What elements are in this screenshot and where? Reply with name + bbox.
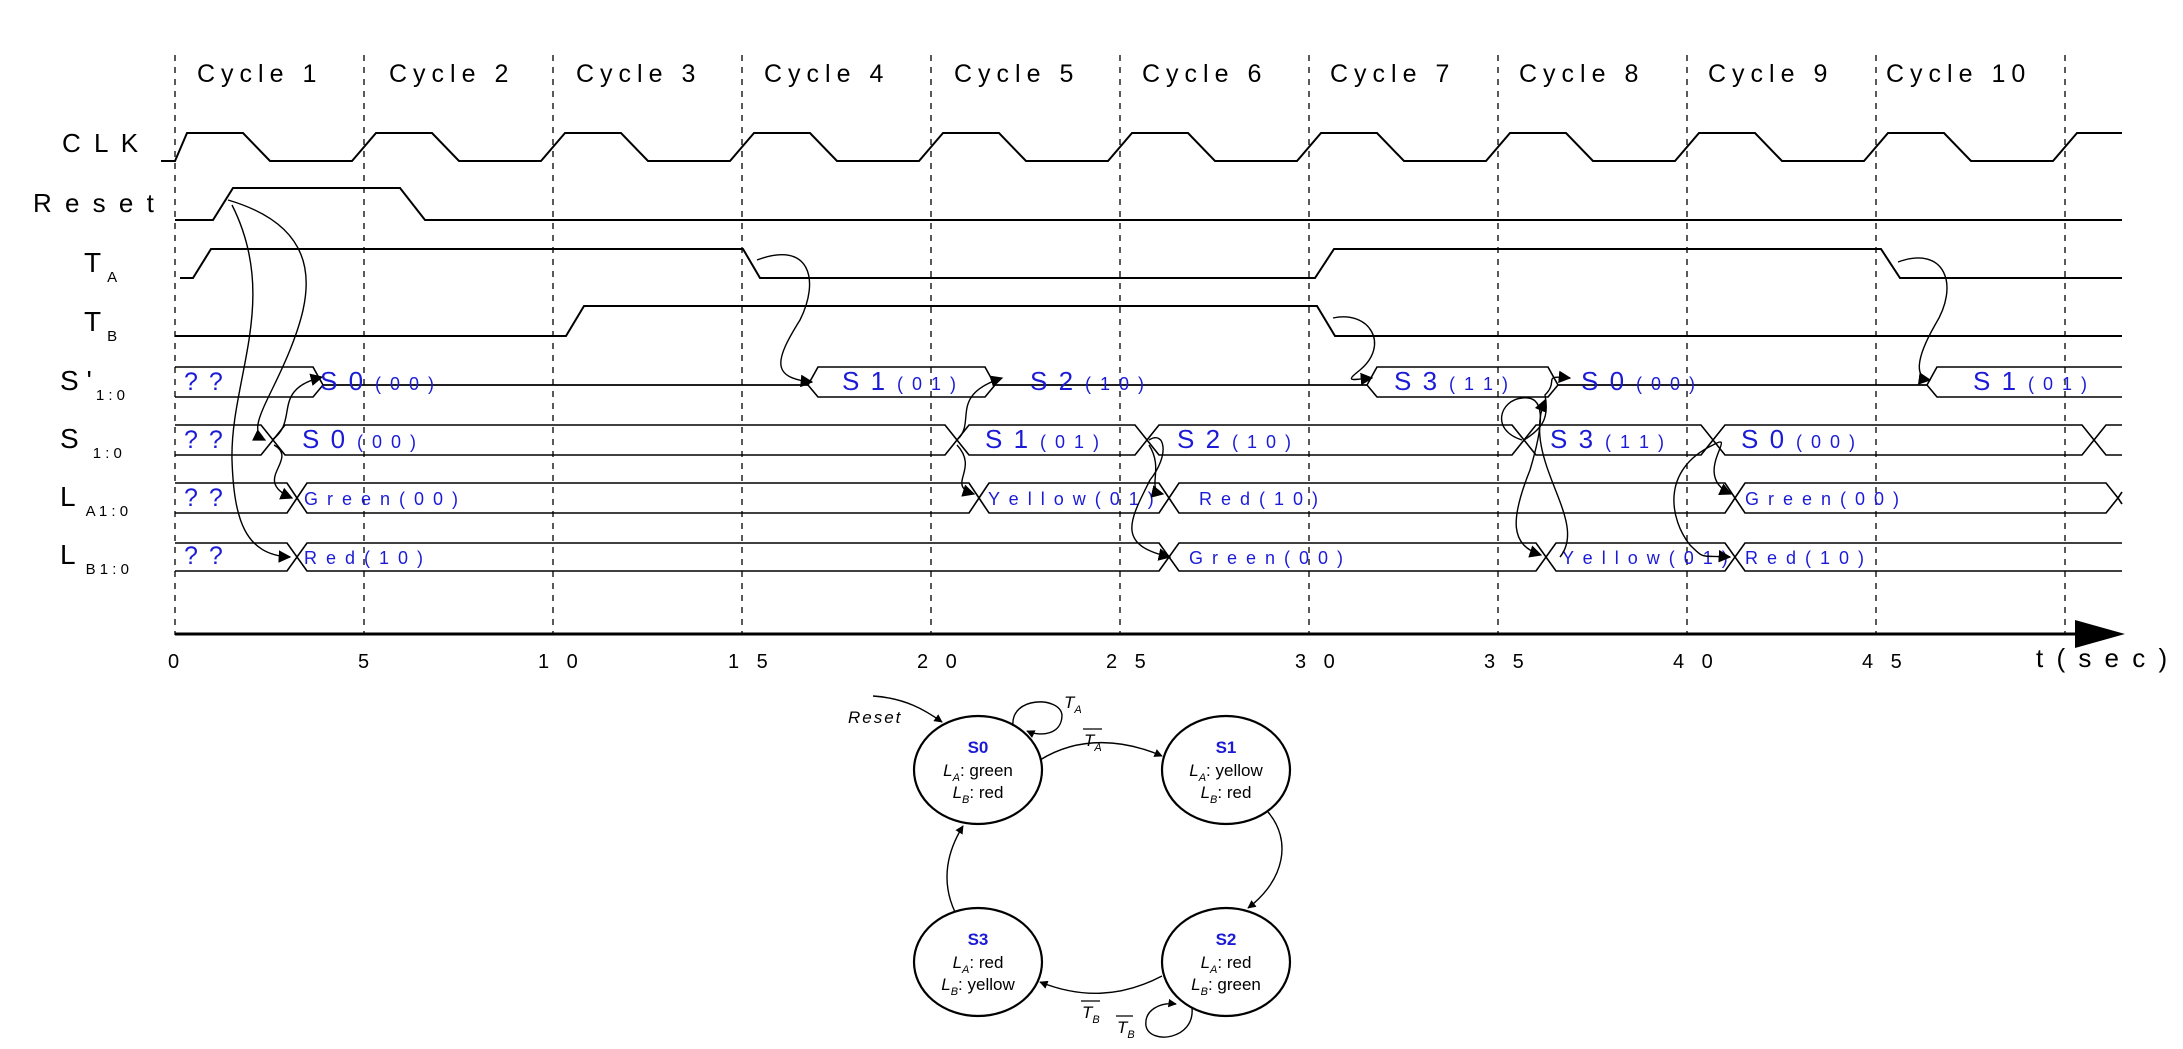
cycle-label: Cycle 4 xyxy=(764,60,889,88)
snext-bus xyxy=(175,366,2122,398)
lb-value: R e d ( 1 0 ) xyxy=(1745,548,1866,568)
state-name: S2 xyxy=(1216,930,1237,949)
clk-waveform xyxy=(161,132,2122,162)
la-value: G r e e n ( 0 0 ) xyxy=(304,489,460,509)
cycle-label: Cycle 5 xyxy=(954,60,1079,88)
snext-value: S 0( 0 0 ) xyxy=(1581,366,1697,396)
state-output-la: LA: red xyxy=(953,953,1004,976)
tb-waveform xyxy=(175,305,2122,337)
lb-value: Y e l l o w ( 0 1 ) xyxy=(1562,548,1730,568)
lb-unknown: ? ? xyxy=(184,542,225,570)
s-value: S 0( 0 0 ) xyxy=(302,424,418,454)
clk-label: C L K xyxy=(62,128,141,158)
state-s1: S1 LA: yellow LB: red xyxy=(1160,714,1292,826)
time-tick: 4 5 xyxy=(1862,651,1908,673)
ta-waveform xyxy=(180,248,2122,279)
state-output-lb: LB: red xyxy=(1201,783,1252,806)
state-output-lb: LB: green xyxy=(1191,975,1261,998)
la-value: R e d ( 1 0 ) xyxy=(1199,489,1320,509)
transition-label: TB xyxy=(1082,1003,1100,1026)
time-tick: 4 0 xyxy=(1673,651,1719,673)
time-tick: 2 0 xyxy=(917,651,963,673)
time-tick: 0 xyxy=(168,651,185,673)
state-output-la: LA: red xyxy=(1201,953,1252,976)
state-output-la: LA: green xyxy=(943,761,1013,784)
state-name: S1 xyxy=(1216,738,1237,757)
cycle-label: Cycle 7 xyxy=(1330,60,1455,88)
transition-s2-s3 xyxy=(1039,975,1163,994)
s-value: S 2( 1 0 ) xyxy=(1177,424,1293,454)
cycle-label: Cycle 6 xyxy=(1142,60,1267,88)
lb-value: R e d ( 1 0 ) xyxy=(304,548,425,568)
snext-value: S 3( 1 1 ) xyxy=(1394,366,1510,396)
lb-value: G r e e n ( 0 0 ) xyxy=(1189,548,1345,568)
s-unknown: ? ? xyxy=(184,426,225,454)
lb-bus xyxy=(175,542,2122,572)
cycle-labels: Cycle 1 Cycle 2 Cycle 3 Cycle 4 Cycle 5 … xyxy=(197,60,2031,88)
la-value: Y e l l o w ( 0 1 ) xyxy=(988,489,1156,509)
transition-label: TA xyxy=(1084,731,1102,754)
snext-label: S '1 : 0 xyxy=(60,365,125,404)
reset-waveform xyxy=(175,187,2122,221)
time-tick: 1 0 xyxy=(538,651,584,673)
cycle-label: Cycle 9 xyxy=(1708,60,1833,88)
transition-label: TA xyxy=(1064,693,1082,716)
cycle-label: Cycle 8 xyxy=(1519,60,1644,88)
time-tick: 1 5 xyxy=(728,651,774,673)
state-s2: S2 LA: red LB: green xyxy=(1160,906,1292,1018)
cycle-boundaries xyxy=(174,55,2066,635)
s-value: S 1( 0 1 ) xyxy=(985,424,1101,454)
time-axis-label: t ( s e c ) xyxy=(2036,643,2170,673)
snext-value: S 1( 0 1 ) xyxy=(1973,366,2089,396)
transition-s3-s0 xyxy=(946,825,964,913)
cycle-label: Cycle 1 xyxy=(197,60,322,88)
time-tick: 5 xyxy=(358,651,375,673)
state-output-lb: LB: red xyxy=(953,783,1004,806)
state-output-la: LA: yellow xyxy=(1189,761,1263,784)
la-value: G r e e n ( 0 0 ) xyxy=(1745,489,1901,509)
snext-unknown: ? ? xyxy=(184,368,225,396)
transition-s0-s1 xyxy=(1039,741,1163,761)
snext-value: S 2( 1 0 ) xyxy=(1030,366,1146,396)
transition-s0-self xyxy=(1012,701,1063,738)
s-value: S 3( 1 1 ) xyxy=(1550,424,1666,454)
transition-s2-self xyxy=(1145,998,1193,1038)
time-tick: 2 5 xyxy=(1106,651,1152,673)
state-s0: S0 LA: green LB: red xyxy=(912,714,1044,826)
la-unknown: ? ? xyxy=(184,484,225,512)
s-value: S 0( 0 0 ) xyxy=(1741,424,1857,454)
state-name: S0 xyxy=(968,738,989,757)
cycle-label: Cycle 2 xyxy=(389,60,514,88)
fsm-diagram: Reset S0 LA: green LB: red S1 LA: yellow… xyxy=(848,693,1292,1041)
bus-values: ? ? ? ? ? ? ? ? S 0( 0 0 ) S 1( 0 1 ) S … xyxy=(184,366,2089,570)
transition-label: TB xyxy=(1117,1018,1135,1041)
snext-value: S 1( 0 1 ) xyxy=(842,366,958,396)
fsm-reset-label: Reset xyxy=(848,708,902,727)
time-tick: 3 0 xyxy=(1295,651,1341,673)
transition-s1-s2 xyxy=(1247,811,1283,909)
cycle-label: Cycle 3 xyxy=(576,60,701,88)
s-bus xyxy=(175,424,2122,456)
state-s3: S3 LA: red LB: yellow xyxy=(912,906,1044,1018)
reset-label: R e s e t xyxy=(33,188,157,218)
state-output-lb: LB: yellow xyxy=(941,975,1015,998)
causality-arrows xyxy=(227,199,1948,563)
time-axis: 0 5 1 0 1 5 2 0 2 5 3 0 3 5 4 0 4 5 t ( … xyxy=(168,620,2170,673)
snext-value: S 0( 0 0 ) xyxy=(320,366,436,396)
time-tick: 3 5 xyxy=(1484,651,1530,673)
cycle-label: Cycle 10 xyxy=(1886,60,2031,88)
state-name: S3 xyxy=(968,930,989,949)
